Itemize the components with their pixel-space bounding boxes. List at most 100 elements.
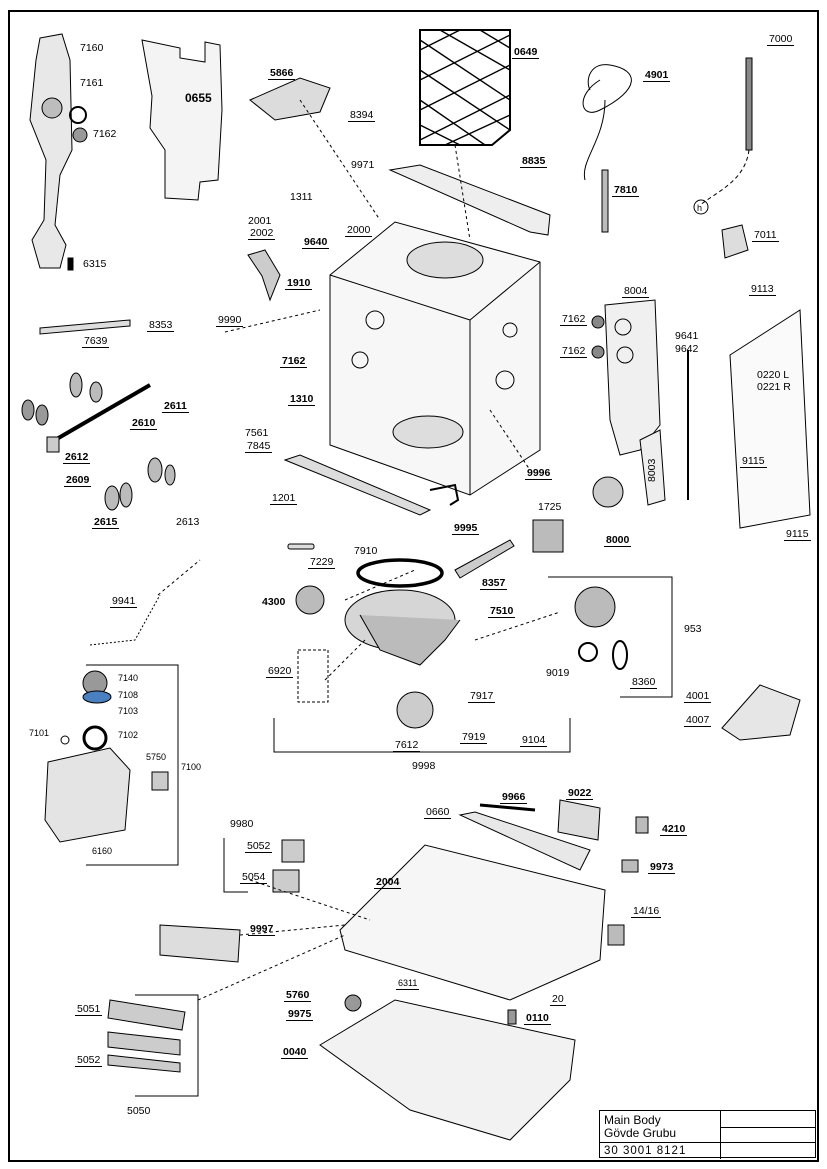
callout-1910: 1910 <box>285 277 313 290</box>
callout-7102: 7102 <box>118 730 139 740</box>
part-2612 <box>46 436 60 453</box>
part-7102 <box>82 725 108 751</box>
callout-9990: 9990 <box>216 314 244 327</box>
callout-7810: 7810 <box>612 184 640 197</box>
part-7100-softener <box>44 747 131 843</box>
part-9995 <box>429 483 460 506</box>
callout-7162-d: 7162 <box>560 345 588 358</box>
part-1201 <box>283 454 432 516</box>
callout-9022: 9022 <box>566 787 594 800</box>
part-7000 <box>745 57 753 151</box>
title-block: Main Body Gövde Grubu 30 3001 8121 <box>599 1110 816 1159</box>
part-9971 <box>388 164 551 236</box>
callout-2615: 2615 <box>92 516 120 529</box>
callout-9941: 9941 <box>110 595 138 608</box>
callout-8000: 8000 <box>604 534 632 547</box>
part-7810 <box>601 169 609 233</box>
callout-7161: 7161 <box>80 77 104 89</box>
callout-9966: 9966 <box>500 791 528 804</box>
callout-0040: 0040 <box>281 1046 309 1059</box>
callout-8357: 8357 <box>480 577 508 590</box>
callout-5051: 5051 <box>75 1003 103 1016</box>
callout-5052-a: 5052 <box>245 840 273 853</box>
callout-0655: 0655 <box>185 91 212 105</box>
callout-0660: 0660 <box>424 806 452 819</box>
part-7108 <box>82 690 112 704</box>
part-7160-hub <box>41 97 63 119</box>
callout-6311: 6311 <box>396 978 420 990</box>
callout-9997: 9997 <box>248 923 276 936</box>
callout-7011: 7011 <box>752 229 779 242</box>
part-8357 <box>454 539 515 579</box>
callout-1725: 1725 <box>538 501 562 513</box>
callout-7561: 7561 <box>245 427 269 439</box>
part-9966 <box>479 803 536 812</box>
callout-8353: 8353 <box>147 319 175 332</box>
callout-0221-r: 0221 R <box>757 381 791 393</box>
callout-2001: 2001 <box>248 215 272 227</box>
callout-7229: 7229 <box>308 556 336 569</box>
callout-953: 953 <box>684 623 702 635</box>
part-9997 <box>159 924 241 963</box>
callout-14-16: 14/16 <box>631 905 662 918</box>
callout-9115-a: 9115 <box>740 455 767 468</box>
callout-7162: 7162 <box>93 128 117 140</box>
callout-4001: 4001 <box>684 690 712 703</box>
callout-7919: 7919 <box>460 731 488 744</box>
part-2000-tub <box>329 221 541 496</box>
document-number: 30 3001 8121 <box>604 1145 687 1157</box>
part-2001 <box>247 249 281 302</box>
callout-9641: 9641 <box>675 330 699 342</box>
callout-1310: 1310 <box>288 393 316 406</box>
part-4300 <box>295 585 325 615</box>
part-8003 <box>639 429 666 506</box>
callout-h: h <box>697 203 703 213</box>
callout-7917: 7917 <box>468 690 496 703</box>
part-5052a <box>281 839 305 863</box>
callout-8835: 8835 <box>520 155 548 168</box>
callout-6315: 6315 <box>83 258 107 270</box>
callout-8004: 8004 <box>622 285 650 298</box>
callout-2002: 2002 <box>248 227 276 240</box>
callout-9973: 9973 <box>648 861 676 874</box>
part-7229 <box>287 543 315 550</box>
part-4007 <box>721 684 801 741</box>
callout-9115-b: 9115 <box>784 528 811 541</box>
callout-0649: 0649 <box>512 46 540 59</box>
callout-9104: 9104 <box>520 734 548 747</box>
callout-7612: 7612 <box>393 739 421 752</box>
title-divider-horizontal-right <box>720 1127 815 1128</box>
callout-5760: 5760 <box>284 989 312 1002</box>
callout-2612: 2612 <box>63 451 91 464</box>
callout-2004: 2004 <box>374 876 402 889</box>
callout-5054: 5054 <box>240 871 268 884</box>
title-main-body: Main Body <box>604 1113 661 1127</box>
callout-8394: 8394 <box>348 109 376 122</box>
part-5051 <box>107 999 186 1031</box>
callout-2610: 2610 <box>130 417 158 430</box>
part-7011 <box>721 224 749 259</box>
callout-9980: 9980 <box>230 818 254 830</box>
callout-7100: 7100 <box>181 762 202 772</box>
part-1725 <box>532 519 564 553</box>
part-7162-seal <box>72 127 88 143</box>
callout-7162-c: 7162 <box>560 313 588 326</box>
part-5052b <box>107 1031 181 1056</box>
title-govde-grubu: Gövde Grubu <box>604 1126 677 1140</box>
callout-2609: 2609 <box>64 474 92 487</box>
callout-9640: 9640 <box>302 236 330 249</box>
callout-7108: 7108 <box>118 690 139 700</box>
part-4901-hose <box>582 64 632 181</box>
part-2004-base <box>339 844 606 1001</box>
callout-7845: 7845 <box>245 440 273 453</box>
callout-7639: 7639 <box>82 335 110 348</box>
title-divider-vertical <box>720 1111 721 1159</box>
callout-1201: 1201 <box>270 492 298 505</box>
callout-5052-b: 5052 <box>75 1054 103 1067</box>
callout-8003: 8003 <box>646 458 658 482</box>
part-6315 <box>67 257 74 271</box>
callout-9998: 9998 <box>412 760 436 772</box>
callout-7910: 7910 <box>354 545 378 557</box>
callout-0110: 0110 <box>524 1012 551 1025</box>
